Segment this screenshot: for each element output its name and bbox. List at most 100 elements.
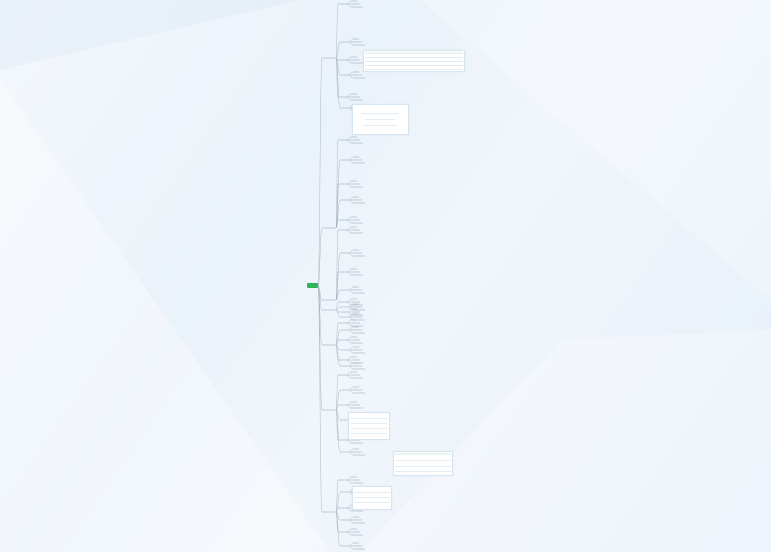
- comparison-table-card[interactable]: [393, 451, 453, 476]
- connector-line: [335, 41, 341, 59]
- connector-line: [335, 409, 339, 441]
- connector-line: [335, 301, 339, 311]
- connector-line: [348, 196, 354, 201]
- connector-line: [335, 309, 341, 318]
- connector-line: [335, 322, 339, 346]
- connector-line: [346, 439, 352, 444]
- connector-line: [348, 326, 354, 331]
- connector-line: [348, 74, 354, 79]
- diagram-image-card[interactable]: [352, 104, 409, 135]
- text-image-card[interactable]: [348, 412, 390, 440]
- connector-line: [335, 57, 341, 109]
- connector-line: [346, 139, 352, 144]
- connector-line: [346, 301, 352, 306]
- connector-line: [348, 316, 354, 321]
- connector-line: [346, 404, 352, 409]
- connector-line: [317, 285, 323, 311]
- connector-line: [346, 308, 352, 313]
- connector-line: [335, 159, 341, 229]
- connector-line: [335, 139, 339, 229]
- connector-line: [346, 401, 352, 406]
- connector-line: [348, 349, 354, 354]
- connector-line: [348, 252, 354, 257]
- connector-line: [346, 96, 352, 101]
- connector-line: [348, 386, 354, 391]
- table-card[interactable]: [363, 50, 465, 72]
- connector-line: [335, 57, 339, 98]
- connector-line: [348, 71, 354, 76]
- connector-line: [348, 41, 354, 46]
- connector-line: [348, 542, 354, 547]
- connector-line: [348, 365, 354, 370]
- connector-line: [348, 156, 354, 161]
- connector-line: [348, 516, 354, 521]
- connector-line: [346, 183, 352, 188]
- connector-line: [348, 159, 354, 164]
- connector-line: [346, 504, 352, 509]
- connector-line: [335, 219, 339, 229]
- connector-line: [335, 183, 339, 229]
- connector-line: [346, 226, 352, 231]
- connector-line: [317, 285, 323, 346]
- connector-line: [317, 227, 323, 287]
- connector-line: [335, 306, 341, 311]
- connector-line: [346, 229, 352, 234]
- connector-line: [346, 476, 352, 481]
- connector-line: [346, 339, 352, 344]
- connector-line: [346, 268, 352, 273]
- connector-line: [335, 374, 339, 411]
- connector-line: [346, 298, 352, 303]
- connector-line: [346, 180, 352, 185]
- connector-line: [346, 319, 352, 324]
- connector-line: [317, 57, 323, 287]
- connector-line: [335, 252, 341, 301]
- connector-line: [348, 451, 354, 456]
- connector-line: [317, 285, 323, 411]
- connector-line: [346, 371, 352, 376]
- connector-line: [346, 374, 352, 379]
- connector-line: [317, 285, 323, 513]
- connector-line: [346, 359, 352, 364]
- connector-line: [346, 528, 352, 533]
- connector-line: [335, 479, 339, 513]
- connector-line: [348, 249, 354, 254]
- connector-line: [348, 329, 354, 334]
- connector-line: [348, 389, 354, 394]
- connector-line: [346, 56, 352, 61]
- connector-line: [348, 199, 354, 204]
- connector-line: [346, 311, 352, 316]
- connector-line: [346, 59, 352, 64]
- connector-line: [348, 448, 354, 453]
- connector-line: [346, 136, 352, 141]
- connector-line: [346, 322, 352, 327]
- connector-line: [348, 519, 354, 524]
- connector-line: [335, 271, 339, 301]
- connector-line: [335, 344, 341, 367]
- connector-line: [335, 344, 341, 351]
- mindmap-root-node[interactable]: [307, 283, 318, 288]
- connector-line: [346, 93, 352, 98]
- connector-line: [346, 216, 352, 221]
- connector-line: [346, 271, 352, 276]
- connector-line: [335, 409, 341, 453]
- small-table-card[interactable]: [352, 486, 392, 510]
- connector-line: [335, 289, 341, 301]
- connector-line: [346, 356, 352, 361]
- connector-line: [348, 346, 354, 351]
- connector-line: [335, 409, 341, 421]
- connector-line: [346, 0, 352, 5]
- connector-line: [348, 306, 354, 311]
- connector-line: [348, 286, 354, 291]
- connector-line: [348, 362, 354, 367]
- connector-line: [346, 479, 352, 484]
- connector-line: [348, 545, 354, 550]
- connector-line: [348, 289, 354, 294]
- connector-line: [346, 3, 352, 8]
- connector-line: [346, 507, 352, 512]
- connector-line: [348, 38, 354, 43]
- connector-line: [335, 3, 339, 59]
- connector-line: [335, 344, 339, 361]
- connector-line: [335, 511, 341, 521]
